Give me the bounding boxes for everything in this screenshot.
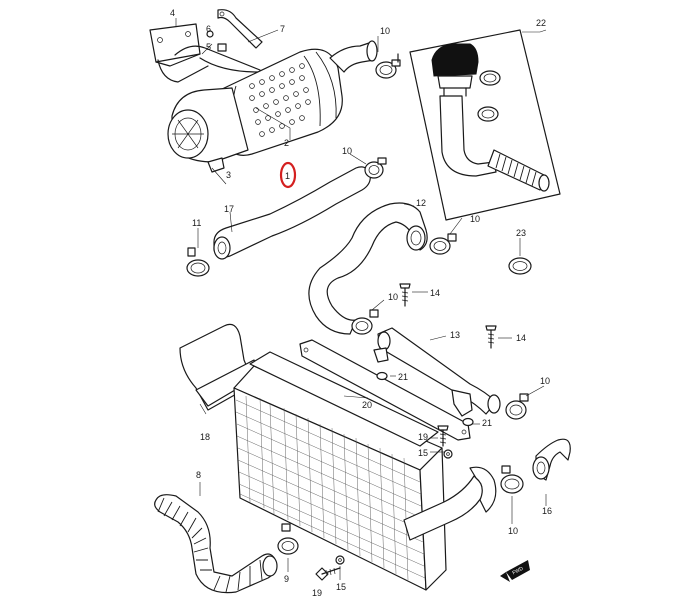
grommet-part-21	[376, 371, 474, 427]
bolt-part-19-lower	[315, 567, 341, 581]
callout-21-b: 21	[482, 418, 492, 428]
callout-10-c: 10	[470, 214, 480, 224]
washer-part-15-lower	[335, 555, 345, 565]
callout-23: 23	[516, 228, 526, 238]
callout-10-d: 10	[388, 292, 398, 302]
intercooler-assembly	[179, 323, 497, 591]
hose-part-17	[213, 166, 371, 260]
callout-15-a: 15	[418, 448, 428, 458]
callout-3: 3	[226, 170, 231, 180]
callout-19-a: 19	[418, 432, 428, 442]
inset-box-part-22	[409, 29, 561, 221]
callout-14-a: 14	[430, 288, 440, 298]
callout-20: 20	[362, 400, 372, 410]
callout-15-b: 15	[336, 582, 346, 592]
callout-labels: 4 6 5 7 10 22 2 3 10 11 17 12 10 23 10 1…	[170, 8, 552, 598]
callout-1: 1	[285, 171, 290, 181]
callout-11: 11	[192, 218, 201, 228]
clamp-part-10-hose17	[364, 157, 387, 179]
callout-10-a: 10	[380, 26, 390, 36]
callout-17: 17	[224, 204, 234, 214]
bolt-part-14-top	[399, 283, 411, 307]
callout-2: 2	[284, 138, 289, 148]
clamp-part-10-top	[375, 53, 401, 79]
callout-14-b: 14	[516, 333, 526, 343]
callout-10-f: 10	[508, 526, 518, 536]
callout-8: 8	[196, 470, 201, 480]
clamp-part-9	[277, 523, 299, 555]
leader-lines	[175, 18, 547, 580]
callout-22: 22	[536, 18, 546, 28]
callout-16: 16	[542, 506, 552, 516]
hose-part-8	[154, 494, 278, 594]
highlight-ring	[279, 161, 297, 189]
clamp-part-10-right	[505, 393, 529, 420]
callout-13: 13	[450, 330, 460, 340]
callout-6: 6	[206, 24, 211, 34]
intercooler-core-fins	[235, 395, 426, 581]
callout-10-b: 10	[342, 146, 352, 156]
air-cleaner-assembly	[149, 9, 378, 173]
clamp-part-10-lower-right	[500, 465, 524, 494]
front-arrow-icon: FWD	[500, 560, 530, 582]
callout-21-a: 21	[398, 372, 408, 382]
hose-part-16	[532, 438, 571, 481]
washer-part-15	[443, 449, 453, 459]
clamp-part-10-hose12-lower	[351, 309, 379, 335]
callout-5: 5	[206, 42, 211, 52]
bolt-part-19	[437, 425, 449, 447]
callout-10-e: 10	[540, 376, 550, 386]
filter-perforations	[249, 63, 311, 137]
clip-part-23	[508, 257, 532, 275]
highlighted-callout-1[interactable]: 1	[279, 161, 297, 189]
callout-19-b: 19	[312, 588, 322, 598]
callout-9: 9	[284, 574, 289, 584]
bolt-part-14-right	[485, 325, 497, 349]
callout-18: 18	[200, 432, 210, 442]
front-marker-label: FWD	[512, 566, 525, 577]
hose-part-12	[308, 202, 428, 335]
callout-12: 12	[416, 198, 426, 208]
clamp-part-11	[186, 247, 210, 277]
clamp-part-10-hose12	[429, 233, 457, 255]
callout-4: 4	[170, 8, 175, 18]
pipe-part-13	[373, 327, 501, 417]
callout-7: 7	[280, 24, 285, 34]
